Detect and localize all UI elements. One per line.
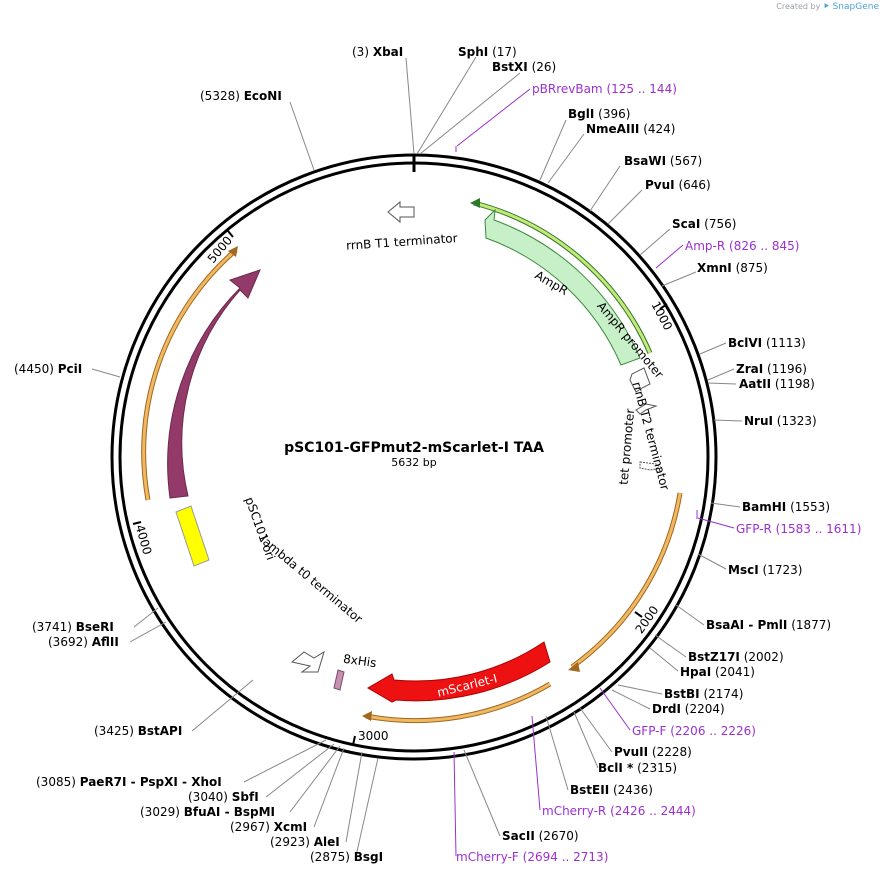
ampr-arrow xyxy=(484,208,641,366)
lambda-t0-terminator-arrow xyxy=(290,650,325,673)
site-bseri: (3741) BseRI xyxy=(32,620,114,634)
gfp-track-arrowhead xyxy=(568,662,580,672)
rep101-orange-track-fill xyxy=(142,248,237,501)
outer-tracks xyxy=(141,198,683,724)
tick-label-3000: 3000 xyxy=(358,729,389,743)
tick-1000 xyxy=(659,303,668,310)
site-alei: (2923) AleI xyxy=(270,835,340,849)
site-bsteii: BstEII (2436) xyxy=(570,783,653,797)
feature-label-rep101: Rep101 xyxy=(197,350,222,398)
site-msci: MscI (1723) xyxy=(728,563,802,577)
site-pvuii: PvuII (2228) xyxy=(614,745,692,759)
inner-features xyxy=(167,200,664,703)
site-bstapi: (3425) BstAPI xyxy=(94,724,182,738)
pSC101-ori-box xyxy=(175,505,210,567)
site-bamhi: BamHI (1553) xyxy=(742,500,830,514)
site-bsaai-pmli: BsaAI - PmlI (1877) xyxy=(706,618,831,632)
site-aflii: (3692) AflII xyxy=(48,635,119,649)
site-pvui: PvuI (646) xyxy=(645,178,711,192)
site-bsawi: BsaWI (567) xyxy=(624,154,702,168)
snapgene-watermark: Created by ⯈ SnapGene xyxy=(776,2,879,12)
site-sbfi: (3040) SbfI xyxy=(188,790,259,804)
plasmid-length: 5632 bp xyxy=(391,456,436,469)
site-bcli: BclI * (2315) xyxy=(598,761,677,775)
site-bgli: BglI (396) xyxy=(568,107,630,121)
site-bstz17i: BstZ17I (2002) xyxy=(688,650,784,664)
site-scai: ScaI (756) xyxy=(672,217,736,231)
primer-gfp-r: GFP-R (1583 .. 1611) xyxy=(736,522,861,536)
rrnb-t2-terminator-arrow xyxy=(635,403,658,415)
site-bsgi: (2875) BsgI xyxy=(310,850,383,864)
ampr-promoter-arrow xyxy=(629,367,651,393)
tick-5000 xyxy=(227,230,234,238)
rep101-arrow xyxy=(167,269,261,499)
site-xcmi: (2967) XcmI xyxy=(230,820,307,834)
plasmid-title: pSC101-GFPmut2-mScarlet-I TAA xyxy=(284,440,544,456)
site-xmni: XmnI (875) xyxy=(697,261,768,275)
ampr-green-track-fill xyxy=(473,201,652,354)
tick-3000 xyxy=(352,735,356,746)
site-aatii: AatII (1198) xyxy=(739,377,815,391)
gfp-orange-track-fill xyxy=(571,492,682,669)
watermark-created-by: Created by xyxy=(776,2,821,11)
primer-gfp-f: GFP-F (2206 .. 2226) xyxy=(632,724,756,738)
mscarlet-track-arrowhead xyxy=(362,711,372,721)
rep101-track-arrowhead xyxy=(228,246,238,257)
feature-label-rrnb-t2-terminator: rrnB T2 terminator xyxy=(630,380,672,492)
site-econi: (5328) EcoNI xyxy=(200,89,282,103)
primer-mcherry-r: mCherry-R (2426 .. 2444) xyxy=(542,804,696,818)
site-bclvi: BclVI (1113) xyxy=(728,336,806,350)
tet-promoter-arrow xyxy=(639,461,664,471)
feature-label-lambda-t0-terminator: lambda t0 terminator xyxy=(258,533,366,626)
site-paer7i-pspxi-xhoi: (3085) PaeR7I - PspXI - XhoI xyxy=(36,775,222,789)
site-nrui: NruI (1323) xyxy=(744,414,817,428)
feature-label-rrnb-t1-terminator: rrnB T1 terminator xyxy=(346,231,458,253)
site-hpai: HpaI (2041) xyxy=(680,665,755,679)
site-sacii: SacII (2670) xyxy=(502,829,579,843)
primer-amp-r: Amp-R (826 .. 845) xyxy=(685,239,799,253)
feature-label-tet-promoter: tet promoter xyxy=(617,408,638,485)
watermark-brand: SnapGene xyxy=(832,2,879,12)
tick-2000 xyxy=(634,611,643,618)
tick-4000 xyxy=(132,521,142,525)
primer-leader-lines xyxy=(453,88,735,857)
snapgene-logo-icon: ⯈ xyxy=(822,2,831,12)
site-bfuai-bspmi: (3029) BfuAI - BspMI xyxy=(140,805,275,819)
site-nmeaiii: NmeAIII (424) xyxy=(586,122,675,136)
site-bstbi: BstBI (2174) xyxy=(664,687,743,701)
primer-mcherry-f: mCherry-F (2694 .. 2713) xyxy=(456,850,608,864)
site-sphi: SphI (17) xyxy=(458,45,517,59)
8xhis-tag xyxy=(333,669,345,691)
site-pcii: (4450) PciI xyxy=(14,362,82,376)
mscarlet-orange-track-fill xyxy=(365,682,551,723)
tick-label-5000: 5000 xyxy=(205,233,235,265)
feature-label-8xhis: 8xHis xyxy=(342,652,377,671)
rrnb-t1-terminator-arrow xyxy=(387,200,415,224)
ampr-track-arrowhead xyxy=(470,198,480,208)
mscarlet-i-arrow xyxy=(367,641,551,703)
site-zrai: ZraI (1196) xyxy=(736,362,807,376)
site-drdi: DrdI (2204) xyxy=(652,702,725,716)
site-leader-lines xyxy=(91,56,743,857)
site-bstxi: BstXI (26) xyxy=(492,60,556,74)
primer-pbrrevbam: pBRrevBam (125 .. 144) xyxy=(532,82,677,96)
site-labels: (3) XbaI SphI (17) BstXI (26) (5328) Eco… xyxy=(14,45,831,864)
primer-labels: pBRrevBam (125 .. 144) Amp-R (826 .. 845… xyxy=(456,82,861,864)
site-xbai: (3) XbaI xyxy=(352,45,403,59)
